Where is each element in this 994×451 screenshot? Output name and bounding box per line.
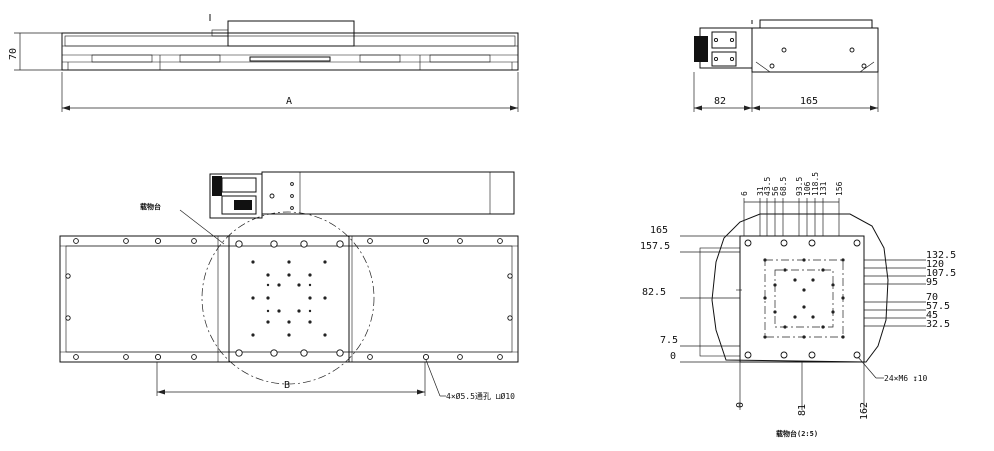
left-dim-4: 0 [670,351,676,362]
right-dim-5: 57.5 [926,301,950,312]
side-dim-right: 165 [800,96,818,107]
right-dim-2: 107.5 [926,268,956,279]
top-dim-9: 156 [835,181,844,196]
top-dim-4: 68.5 [779,177,788,196]
length-dim-label: A [286,96,292,107]
left-dim-3: 7.5 [660,335,678,346]
right-dim-0: 132.5 [926,250,956,261]
height-dim-label: 70 [8,48,19,60]
top-dim-1: 31 [756,186,765,196]
bottom-dim-2: 162 [859,402,870,420]
stage-label: 载物台 [140,202,161,211]
travel-dim-label: B [284,380,290,391]
top-dim-3: 56 [771,186,780,196]
left-dim-1: 157.5 [640,241,670,252]
stage-detail-caption: 载物台(2:5) [776,429,818,438]
top-dim-6: 106 [803,181,812,196]
right-dim-3: 95 [926,277,938,288]
left-dim-0: 165 [650,225,668,236]
right-dim-7: 32.5 [926,319,950,330]
side-view [693,19,879,112]
top-dim-0: 6 [740,191,749,196]
side-dim-left: 82 [714,96,726,107]
front-view [14,14,519,112]
top-view [59,171,519,397]
right-dim-6: 45 [926,310,938,321]
bottom-dim-0: 0 [735,402,746,408]
bottom-dim-1: 81 [797,404,808,416]
top-dim-8: 131 [819,181,828,196]
right-dim-1: 120 [926,259,944,270]
mount-hole-note: 4×Ø5.5通孔 ⊔Ø10 [446,391,515,401]
left-dim-2: 82.5 [642,287,666,298]
top-dim-7: 118.5 [811,172,820,196]
thread-note: 24×M6 ↧10 [884,374,928,383]
top-dim-2: 43.5 [763,177,772,196]
stage-detail-view [680,198,926,410]
top-dim-5: 93.5 [795,177,804,196]
right-dim-4: 70 [926,292,938,303]
